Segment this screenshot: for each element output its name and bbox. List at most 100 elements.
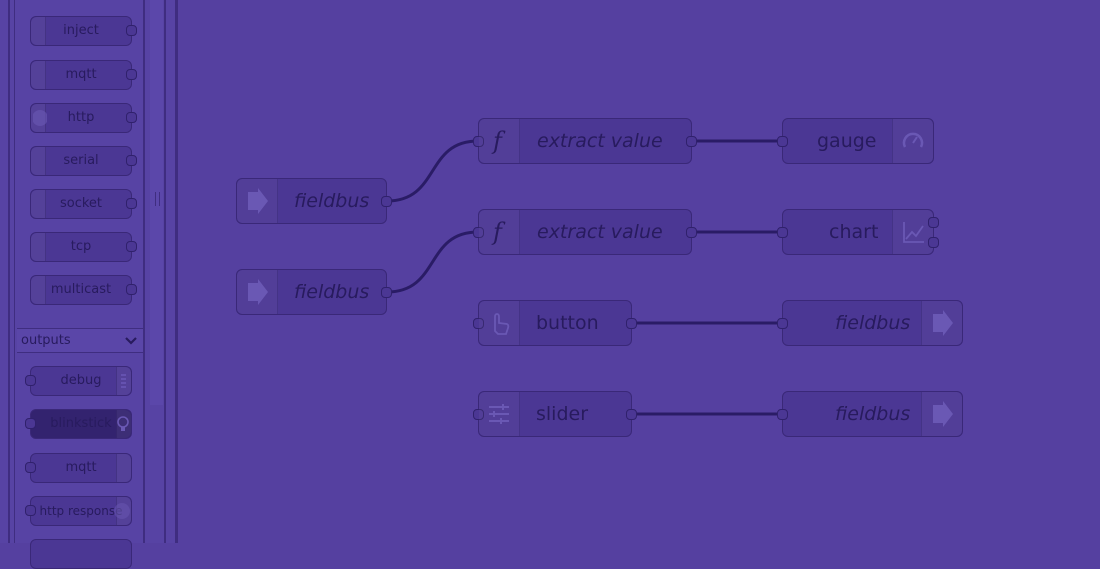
wire-fieldbus2-extract2[interactable] xyxy=(386,230,479,294)
node-label: gauge xyxy=(817,130,877,152)
node-label: fieldbus xyxy=(294,281,370,303)
globe-icon xyxy=(114,497,131,525)
node-label: fieldbus xyxy=(835,312,911,334)
socket-icon xyxy=(31,190,46,218)
palette-node-label: tcp xyxy=(70,239,92,254)
input-port[interactable] xyxy=(473,409,484,420)
output-port-1[interactable] xyxy=(928,217,939,228)
palette-node-label: debug xyxy=(60,373,102,388)
chevron-down-icon xyxy=(125,329,137,362)
flow-node-button[interactable]: button xyxy=(473,300,637,346)
node-label: extract value xyxy=(537,221,663,243)
palette-node-http-in[interactable]: http xyxy=(30,103,137,133)
palette-border-right xyxy=(143,0,145,543)
arrow-right-icon xyxy=(237,179,278,223)
input-port[interactable] xyxy=(777,409,788,420)
flow-node-fieldbus-in-2[interactable]: fieldbus xyxy=(236,269,392,315)
palette-node-tcp-in[interactable]: tcp xyxy=(30,232,137,262)
input-port[interactable] xyxy=(777,136,788,147)
gauge-icon xyxy=(892,119,933,163)
input-port[interactable] xyxy=(473,318,484,329)
chart-icon xyxy=(892,210,933,254)
mqtt-icon xyxy=(31,61,46,89)
output-port[interactable] xyxy=(626,409,637,420)
debug-icon xyxy=(116,367,131,395)
output-port[interactable] xyxy=(126,284,137,295)
palette-node-label: blinkstick xyxy=(50,416,112,431)
output-port[interactable] xyxy=(686,227,697,238)
palette-border-left xyxy=(8,0,10,543)
flow-node-fieldbus-out-2[interactable]: fieldbus xyxy=(777,391,963,437)
palette-node-multicast-in[interactable]: multicast xyxy=(30,275,137,305)
flow-node-gauge[interactable]: gauge xyxy=(777,118,934,164)
palette-node-label: serial xyxy=(63,153,99,168)
palette-node-label: multicast xyxy=(50,282,112,297)
arrow-right-icon xyxy=(921,392,962,436)
output-port[interactable] xyxy=(126,241,137,252)
multicast-icon xyxy=(31,276,46,304)
output-port[interactable] xyxy=(626,318,637,329)
palette-node-label: inject xyxy=(63,23,99,38)
palette-node-debug[interactable]: debug xyxy=(25,366,132,396)
canvas-border xyxy=(175,0,178,543)
inject-icon xyxy=(31,17,46,45)
palette-node-label: mqtt xyxy=(65,460,97,475)
palette-inner-border xyxy=(14,0,15,543)
palette-node-socket-in[interactable]: socket xyxy=(30,189,137,219)
mqtt-icon xyxy=(116,454,131,482)
arrow-right-icon xyxy=(921,301,962,345)
flow-node-extract-value-1[interactable]: f extract value xyxy=(473,118,697,164)
palette-node-mqtt-in[interactable]: mqtt xyxy=(30,60,137,90)
hand-pointer-icon xyxy=(479,301,520,345)
input-port[interactable] xyxy=(777,318,788,329)
flow-node-chart[interactable]: chart xyxy=(777,209,939,255)
output-port[interactable] xyxy=(126,69,137,80)
flow-wires xyxy=(386,139,782,416)
flow-node-extract-value-2[interactable]: f extract value xyxy=(473,209,697,255)
input-port[interactable] xyxy=(25,375,36,386)
section-label: outputs xyxy=(21,333,71,348)
palette-node-blinkstick[interactable]: blinkstick xyxy=(25,409,132,439)
node-label: fieldbus xyxy=(835,403,911,425)
flow-node-fieldbus-out-1[interactable]: fieldbus xyxy=(777,300,963,346)
input-port[interactable] xyxy=(25,418,36,429)
input-port[interactable] xyxy=(25,505,36,516)
output-port-2[interactable] xyxy=(928,237,939,248)
input-port[interactable] xyxy=(25,462,36,473)
node-palette: inject mqtt http serial socket tcp multi… xyxy=(0,0,178,569)
palette-divider xyxy=(164,0,166,543)
palette-node-label: http xyxy=(67,110,95,125)
palette-node-mqtt-out[interactable]: mqtt xyxy=(25,453,132,483)
input-port[interactable] xyxy=(473,227,484,238)
palette-section-outputs[interactable]: outputs xyxy=(17,328,143,353)
function-icon: f xyxy=(479,119,520,163)
palette-node-partial[interactable] xyxy=(30,539,132,569)
palette-node-inject[interactable]: inject xyxy=(30,16,137,46)
palette-node-label: mqtt xyxy=(65,67,97,82)
node-label: button xyxy=(536,312,599,334)
palette-scrollbar[interactable] xyxy=(150,0,163,405)
palette-node-serial-in[interactable]: serial xyxy=(30,146,137,176)
output-port[interactable] xyxy=(126,155,137,166)
output-port[interactable] xyxy=(381,196,392,207)
input-port[interactable] xyxy=(777,227,788,238)
output-port[interactable] xyxy=(381,287,392,298)
output-port[interactable] xyxy=(126,112,137,123)
node-label: slider xyxy=(536,403,589,425)
palette-node-http-response[interactable]: http response xyxy=(25,496,132,526)
flow-node-fieldbus-in-1[interactable]: fieldbus xyxy=(236,178,392,224)
serial-icon xyxy=(31,147,46,175)
node-label: extract value xyxy=(537,130,663,152)
globe-icon xyxy=(31,104,47,132)
function-icon: f xyxy=(479,210,520,254)
input-port[interactable] xyxy=(473,136,484,147)
palette-node-label: http response xyxy=(39,504,123,518)
flow-node-slider[interactable]: slider xyxy=(473,391,637,437)
output-port[interactable] xyxy=(126,25,137,36)
node-label: fieldbus xyxy=(294,190,370,212)
output-port[interactable] xyxy=(686,136,697,147)
output-port[interactable] xyxy=(126,198,137,209)
arrow-right-icon xyxy=(237,270,278,314)
wire-fieldbus1-extract1[interactable] xyxy=(386,139,479,203)
resize-handle[interactable] xyxy=(155,192,160,206)
